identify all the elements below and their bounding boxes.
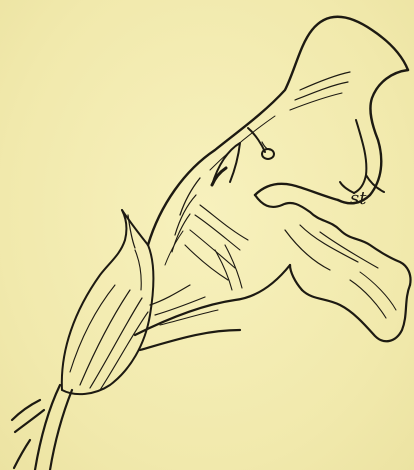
lower-lip: [255, 195, 411, 341]
throat: [212, 128, 274, 185]
calyx: [62, 210, 154, 394]
stem: [12, 385, 72, 470]
stigma-label: st: [350, 188, 367, 209]
shading: [185, 205, 248, 290]
upper-lip: [148, 17, 408, 265]
corolla-tube: [135, 265, 290, 350]
